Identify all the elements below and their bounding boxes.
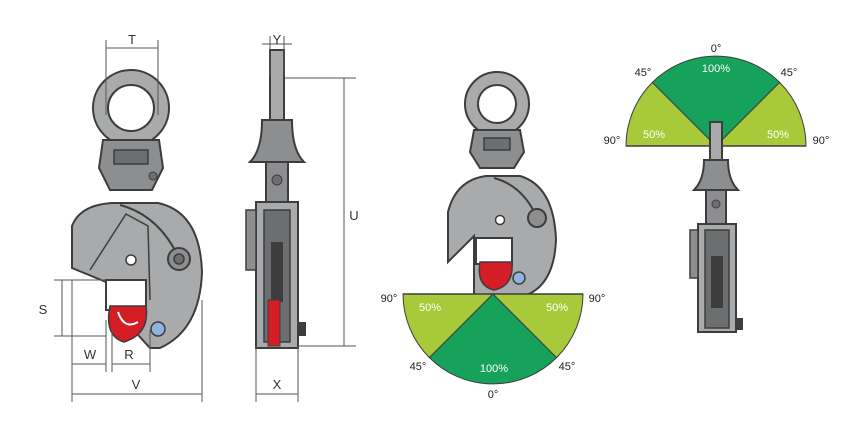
front-ring-hole xyxy=(107,84,155,132)
front-shackle xyxy=(97,139,165,191)
v-label-center-pct: 100% xyxy=(702,63,730,75)
v-angle-upper-right: 45° xyxy=(781,67,798,79)
h-label-right-pct: 50% xyxy=(546,302,568,314)
v-bolt-head xyxy=(736,318,743,330)
front-lever-knob-inner xyxy=(173,253,185,265)
mid-pivot xyxy=(494,214,506,226)
side-spring-slot xyxy=(271,242,283,302)
front-shackle-pin xyxy=(148,171,158,181)
side-lever-plate xyxy=(245,209,257,271)
v-angle-right: 90° xyxy=(813,135,830,147)
v-shackle xyxy=(691,159,741,191)
side-bolt-head xyxy=(298,322,306,336)
dim-label-R: R xyxy=(124,347,133,362)
h-angle-left: 90° xyxy=(381,293,398,305)
v-neck-bolt xyxy=(711,199,721,209)
v-sector-right xyxy=(714,81,807,147)
front-clamp-body xyxy=(71,202,204,349)
front-shackle-slot xyxy=(113,149,149,165)
h-angle-lower-right: 45° xyxy=(559,361,576,373)
mid-throat xyxy=(475,237,513,265)
mid-red-jaw xyxy=(478,261,513,291)
mid-lever-knob xyxy=(527,208,547,228)
side-view-clamp xyxy=(245,49,307,349)
front-body-crease xyxy=(89,213,151,301)
dim-label-X: X xyxy=(273,377,282,392)
front-jaw-highlight xyxy=(117,311,139,326)
front-blue-pin xyxy=(150,321,166,337)
h-angle-right: 90° xyxy=(589,293,606,305)
v-angle-upper-left: 45° xyxy=(635,67,652,79)
dim-label-Y: Y xyxy=(273,32,282,47)
front-cam-lever xyxy=(119,204,179,257)
h-label-center-pct: 100% xyxy=(480,363,508,375)
mid-ring-hole xyxy=(477,84,517,124)
v-lever-plate xyxy=(689,229,699,279)
h-sector-right xyxy=(491,293,584,359)
horizontal-lift-sectors xyxy=(402,293,584,385)
v-spring-slot xyxy=(711,256,723,308)
v-label-left-pct: 50% xyxy=(643,129,665,141)
h-sector-left xyxy=(402,293,495,359)
front-dimensions xyxy=(54,40,203,402)
side-red-jaw xyxy=(267,299,281,347)
v-angle-left: 90° xyxy=(604,135,621,147)
side-neck-bolt xyxy=(271,174,283,186)
dim-label-V: V xyxy=(132,377,141,392)
mid-blue-pin xyxy=(512,271,526,285)
vertical-lift-sectors xyxy=(625,55,807,147)
v-sector-center xyxy=(651,55,781,147)
front-throat xyxy=(105,279,147,311)
horizontal-lift-clamp xyxy=(447,71,558,297)
front-view-clamp xyxy=(71,69,204,349)
v-label-right-pct: 50% xyxy=(767,129,789,141)
v-angle-top: 0° xyxy=(711,43,722,55)
front-pivot xyxy=(125,254,137,266)
dim-label-U: U xyxy=(349,208,358,223)
h-sector-center xyxy=(428,293,558,385)
dim-label-T: T xyxy=(128,32,136,47)
vertical-lift-clamp xyxy=(689,121,743,333)
side-shackle xyxy=(247,119,307,163)
dim-label-S: S xyxy=(39,302,48,317)
h-angle-bottom: 0° xyxy=(488,389,499,401)
mid-shackle-slot xyxy=(483,137,511,151)
mid-clamp-body xyxy=(447,175,558,297)
h-angle-lower-left: 45° xyxy=(410,361,427,373)
side-dimensions xyxy=(255,36,356,402)
h-label-left-pct: 50% xyxy=(419,302,441,314)
v-sector-left xyxy=(625,81,718,147)
dim-label-W: W xyxy=(84,347,97,362)
